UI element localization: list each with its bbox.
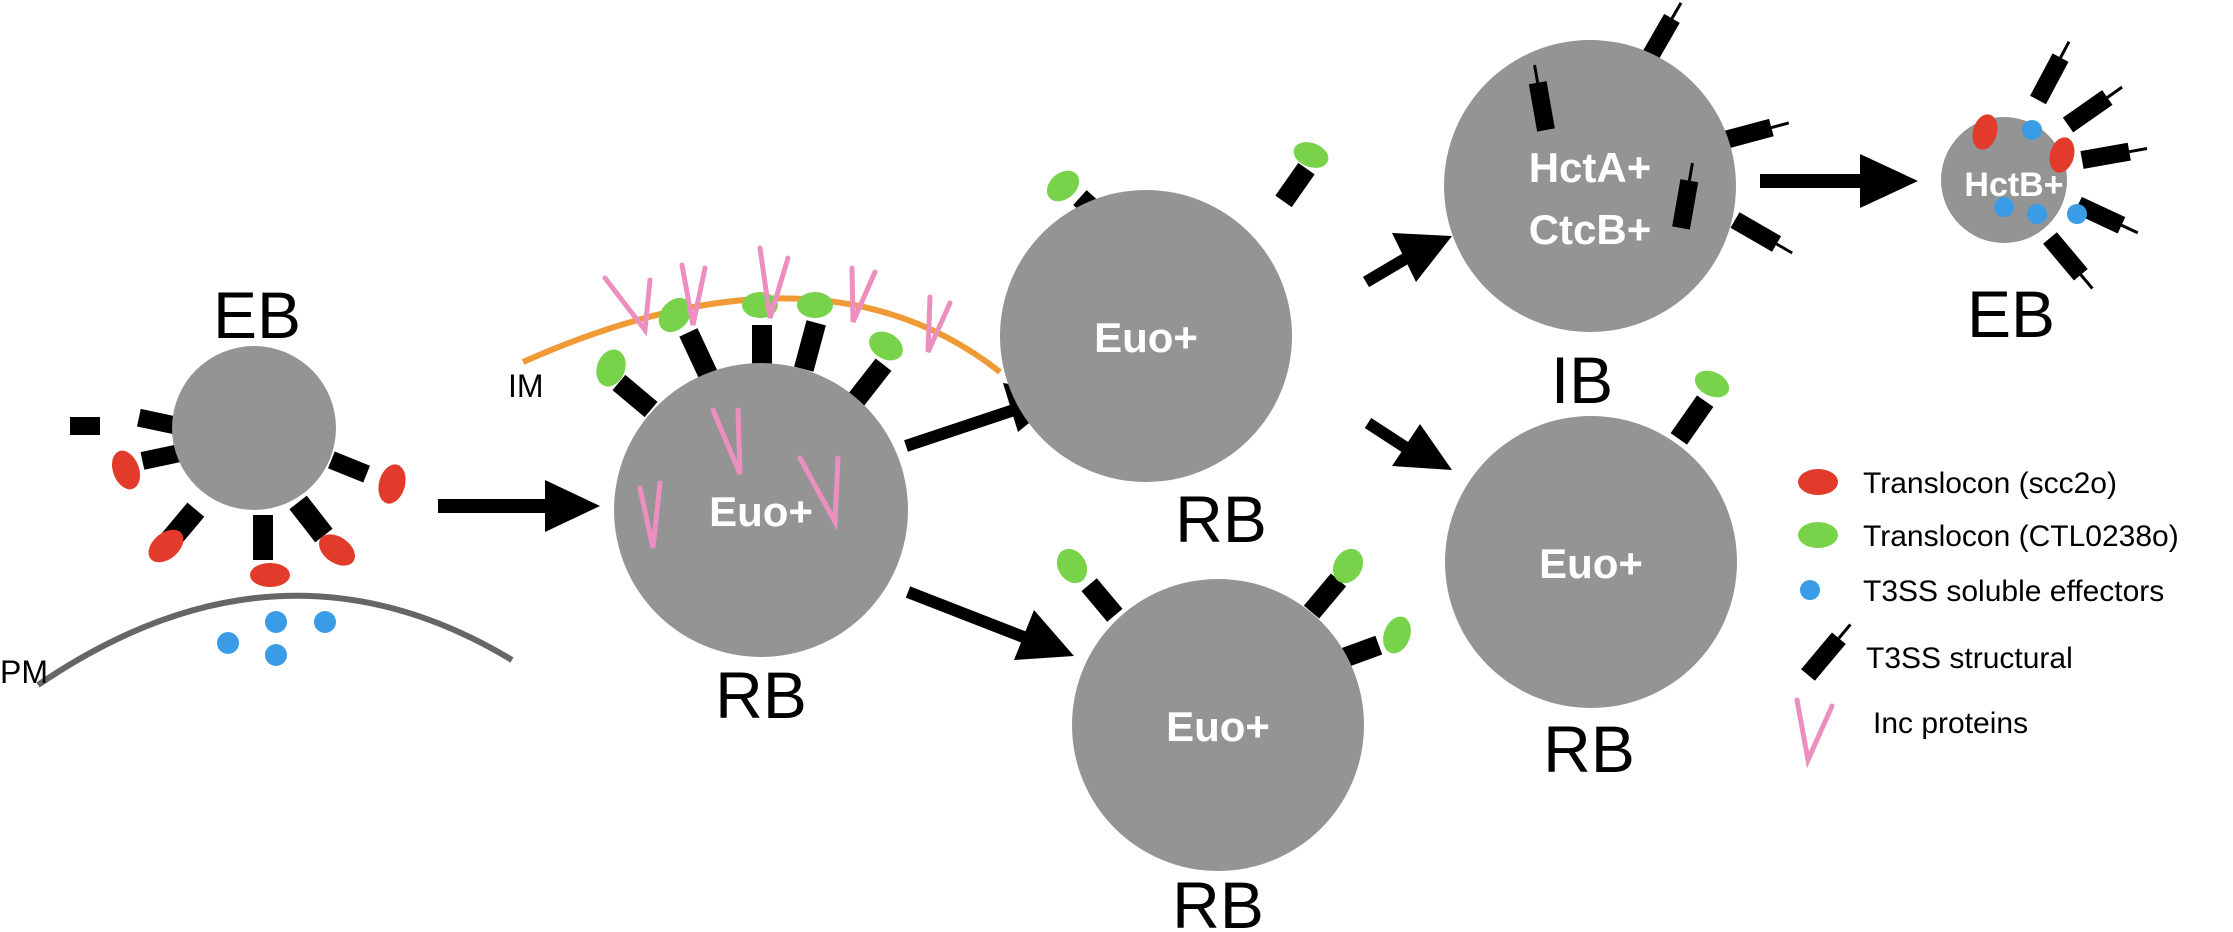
legend-item-5: Inc proteins <box>1873 707 2028 740</box>
rb-bottom-translocons <box>1056 548 1411 654</box>
rb-right-translocon <box>1694 370 1730 398</box>
eb-right-inside-label: HctB+ <box>1964 166 2063 204</box>
rb-top-translocons <box>1046 142 1329 202</box>
rb-bottom-label: RB <box>1172 868 1264 932</box>
legend-item-4: T3SS structural <box>1866 642 2073 675</box>
ib-inside-label-2: CtcB+ <box>1529 206 1652 253</box>
green-oval-icon <box>1798 522 1838 548</box>
rb-bottom-inside-label: Euo+ <box>1166 703 1270 750</box>
legend-item-3: T3SS soluble effectors <box>1863 575 2164 608</box>
rb-bottom-t3ss <box>1081 573 1383 669</box>
rb1-t3ss <box>612 320 892 418</box>
arrow-rb-top-to-ib <box>1362 233 1452 288</box>
inclusion-membrane <box>521 295 1002 375</box>
inc-proteins <box>602 245 953 549</box>
eb-left-effectors <box>217 611 336 666</box>
plasma-membrane <box>36 592 514 688</box>
blue-dot-icon <box>1800 580 1820 600</box>
rb-right-inside-label: Euo+ <box>1539 540 1643 587</box>
eb-left-translocons <box>111 450 406 587</box>
arrow-eb-to-rb <box>438 480 600 532</box>
rb-right-t3ss <box>1670 395 1714 445</box>
rb1-inside-label: Euo+ <box>709 488 813 535</box>
ib-label: IB <box>1551 343 1613 417</box>
legend-item-1: Translocon (scc2o) <box>1863 467 2117 500</box>
t3ss-needle-icon <box>1799 617 1859 683</box>
legend-item-2: Translocon (CTL0238o) <box>1863 520 2179 553</box>
rb1-label: RB <box>715 658 807 732</box>
arrow-ib-to-eb <box>1760 154 1918 208</box>
arrow-rb1-to-rb-bottom <box>905 586 1074 660</box>
rb-right-cell <box>1445 416 1737 708</box>
ib-cell <box>1444 40 1736 332</box>
rb-top-inside-label: Euo+ <box>1094 314 1198 361</box>
ib-inside-label-1: HctA+ <box>1529 144 1652 191</box>
red-oval-icon <box>1798 469 1838 495</box>
arrow-rb-top-to-rb-right <box>1364 417 1452 470</box>
rb-right-label: RB <box>1543 712 1635 786</box>
rb1-cell <box>614 363 908 657</box>
legend: Translocon (scc2o) Translocon (CTL0238o)… <box>1794 467 2179 769</box>
im-label: IM <box>508 368 544 404</box>
rb-top-label: RB <box>1175 482 1267 556</box>
inc-protein-icon <box>1794 697 1835 769</box>
eb-left-label: EB <box>213 278 301 352</box>
eb-left-cell <box>172 346 336 510</box>
rb-bottom-cell <box>1072 579 1364 871</box>
pm-label: PM <box>0 654 48 690</box>
rb-top-cell <box>1000 190 1292 482</box>
eb-right-label: EB <box>1967 277 2055 351</box>
eb-right-contents <box>1972 114 2087 224</box>
